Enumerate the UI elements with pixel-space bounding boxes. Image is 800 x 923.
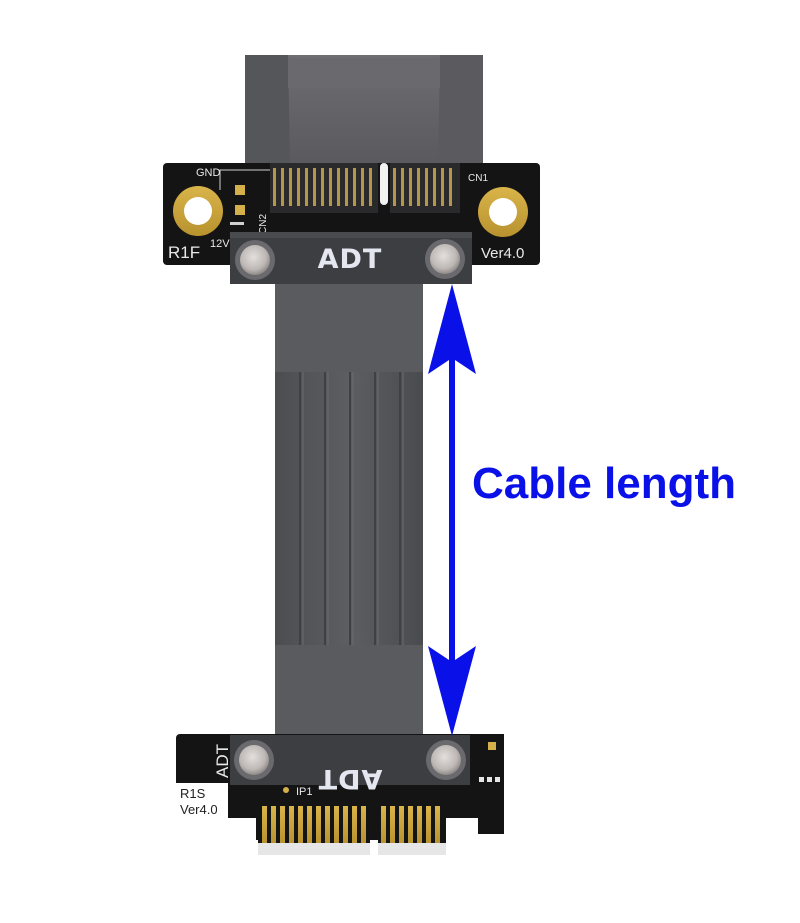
- gold-finger: [343, 806, 348, 844]
- top-right-screw-icon: [425, 239, 465, 279]
- gold-finger: [325, 806, 330, 844]
- top-connector-pins: [270, 163, 460, 213]
- gold-finger: [399, 806, 404, 844]
- connector-pin: [353, 168, 356, 206]
- connector-pin: [329, 168, 332, 206]
- connector-pin: [337, 168, 340, 206]
- bottom-clamp-bar: ADT: [230, 735, 470, 794]
- connector-pin: [297, 168, 300, 206]
- connector-pin: [417, 168, 420, 206]
- connector-pin: [409, 168, 412, 206]
- voltage-label: 12V: [210, 238, 230, 250]
- connector-pin: [273, 168, 276, 206]
- top-board-version: Ver4.0: [481, 245, 524, 262]
- gold-finger: [390, 806, 395, 844]
- bottom-left-screw-icon: [234, 740, 274, 780]
- bottom-board-version-text: Ver4.0: [180, 802, 218, 817]
- top-board-id: R1F: [168, 243, 200, 262]
- gold-finger: [426, 806, 431, 844]
- left-mounting-hole: [173, 186, 223, 236]
- gold-finger: [352, 806, 357, 844]
- right-mounting-hole: [478, 187, 528, 237]
- top-pcie-slot: [245, 55, 483, 165]
- connector-pin: [441, 168, 444, 206]
- connector-pin: [401, 168, 404, 206]
- gold-finger: [361, 806, 366, 844]
- connector-pin: [281, 168, 284, 206]
- connector-pin: [393, 168, 396, 206]
- cable-length-arrow-icon: [428, 284, 476, 736]
- connector-pin: [433, 168, 436, 206]
- connector-pin: [321, 168, 324, 206]
- connector-pin: [369, 168, 372, 206]
- pcie-gold-fingers: [258, 800, 446, 855]
- gold-finger: [289, 806, 294, 844]
- gold-finger: [381, 806, 386, 844]
- connector-pin: [449, 168, 452, 206]
- gold-finger: [307, 806, 312, 844]
- connector-pin: [289, 168, 292, 206]
- connector-pin: [361, 168, 364, 206]
- gold-finger: [262, 806, 267, 844]
- gold-finger: [271, 806, 276, 844]
- gold-finger: [316, 806, 321, 844]
- bottom-right-screw-icon: [426, 740, 466, 780]
- ribbon-cable: [275, 284, 423, 735]
- top-clamp-bar: ADT: [230, 232, 472, 284]
- connector-pin: [345, 168, 348, 206]
- gold-finger: [417, 806, 422, 844]
- bottom-side-brand: ADT: [213, 744, 232, 778]
- bottom-brand-label: ADT: [318, 763, 383, 794]
- connector-pin: [425, 168, 428, 206]
- gold-finger: [435, 806, 440, 844]
- gold-finger: [408, 806, 413, 844]
- cn1-label: CN1: [468, 173, 488, 184]
- top-brand-label: ADT: [318, 244, 383, 275]
- cable-length-label: Cable length: [472, 459, 736, 508]
- gold-finger: [334, 806, 339, 844]
- gold-finger: [298, 806, 303, 844]
- gnd-label: GND: [196, 167, 221, 179]
- cn2-label: CN2: [258, 214, 269, 234]
- connector-pin: [305, 168, 308, 206]
- top-left-screw-icon: [235, 240, 275, 280]
- bottom-board-id-text: R1S: [180, 786, 206, 801]
- connector-pin: [313, 168, 316, 206]
- gold-finger: [280, 806, 285, 844]
- ip1-marker: IP1: [296, 786, 313, 798]
